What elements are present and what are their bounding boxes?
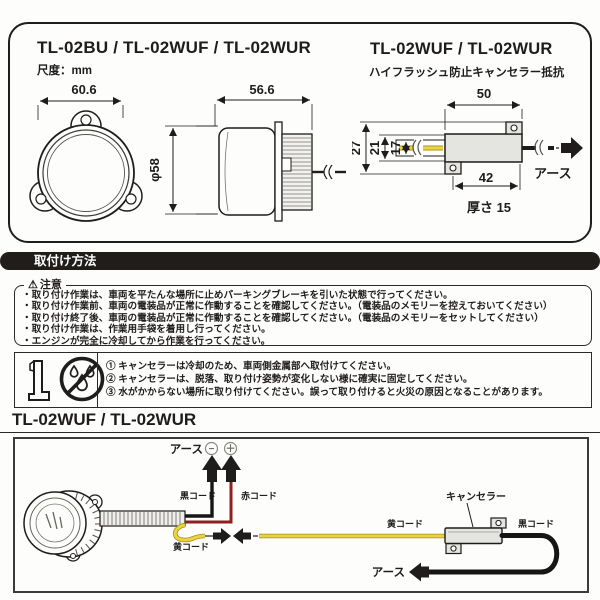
title-underline bbox=[0, 432, 600, 433]
note-item: ① キャンセラーは冷却のため、車両側金属部へ取付けてください。 bbox=[106, 361, 397, 372]
minus-sign: − bbox=[209, 444, 215, 455]
up-arrow-icon bbox=[202, 455, 222, 482]
red-cord-label: 赤コード bbox=[241, 490, 277, 501]
caution-label: ⚠ 注意 bbox=[24, 276, 66, 292]
earth-label: アース bbox=[534, 166, 572, 181]
corrugated-tube bbox=[99, 510, 186, 527]
black-cord-label: 黒コード bbox=[180, 491, 216, 501]
connector-arrow-icon bbox=[213, 528, 231, 544]
caution-items: ・取り付け作業は、車両を平たんな場所に止めパーキングブレーキを引いた状態で行って… bbox=[22, 290, 588, 347]
wiring-title: TL-02WUF / TL-02WUR bbox=[12, 410, 197, 429]
spec-panel: TL-02BU / TL-02WUF / TL-02WUR 尺度：mm TL-0… bbox=[8, 22, 592, 243]
dim-42: 42 bbox=[479, 170, 493, 185]
note-item: ② キャンセラーは、脱落、取り付け姿勢が変化しない様に確実に固定してください。 bbox=[106, 374, 473, 386]
earth-bottom-label: アース bbox=[372, 566, 405, 579]
plus-sign: ＋ bbox=[226, 443, 236, 455]
caution-item: ・取り付け作業は、車両を平たんな場所に止めパーキングブレーキを引いた状態で行って… bbox=[22, 290, 453, 301]
dim-21: 21 bbox=[367, 141, 382, 155]
red-cord-wire bbox=[185, 482, 233, 524]
front-diameter-dim: φ58 bbox=[147, 158, 162, 182]
up-arrow-icon bbox=[221, 455, 241, 482]
horn-illustration bbox=[23, 490, 103, 562]
earth-top-label: アース bbox=[170, 443, 203, 456]
canceller-illustration bbox=[444, 502, 507, 555]
dim-27: 27 bbox=[352, 141, 363, 155]
canceller-subtitle: ハイフラッシュ防止キャンセラー抵抗 bbox=[369, 67, 565, 79]
horn-front-view bbox=[29, 110, 143, 222]
black-cord-loop bbox=[426, 533, 560, 575]
yellow-cord-label-right: 黄コード bbox=[387, 518, 423, 529]
note-item: ③ 水がかからない場所に取り付けてください。誤って取り付けると火災の原因となるこ… bbox=[106, 387, 548, 399]
plus-terminal-icon bbox=[223, 441, 238, 456]
minus-terminal-icon bbox=[204, 441, 219, 456]
canceller-body-drawing bbox=[395, 121, 523, 175]
canceller-label: キャンセラー bbox=[446, 491, 506, 503]
connector-arrow-icon bbox=[233, 528, 251, 544]
horn-side-view bbox=[218, 121, 346, 222]
caution-label-text: 注意 bbox=[39, 279, 62, 291]
front-width-dim: 60.6 bbox=[71, 84, 96, 97]
caution-box bbox=[14, 285, 592, 346]
earth-arrow-icon bbox=[409, 562, 429, 582]
caution-item: ・取り付け終了後、車両の電装品が正常に作動することを確認してください。（電装品の… bbox=[22, 312, 544, 324]
thickness-label: 厚さ 15 bbox=[467, 200, 511, 215]
notes-divider bbox=[97, 352, 98, 408]
install-method-header: 取付け方法 bbox=[0, 252, 600, 270]
black-cord-label-right: 黒コード bbox=[518, 519, 554, 529]
scale-label: 尺度：mm bbox=[37, 65, 92, 77]
notes-items: ① キャンセラーは冷却のため、車両側金属部へ取付けてください。 ② キャンセラー… bbox=[106, 360, 586, 400]
notes-box bbox=[14, 352, 592, 408]
warning-icon: ⚠ bbox=[28, 278, 38, 291]
canceller-width-dim: 50 bbox=[477, 86, 491, 101]
caution-item: ・取り付け作業は、作業用手袋を着用し行ってください。 bbox=[22, 324, 271, 336]
metal-bracket-icon bbox=[28, 360, 50, 401]
model-title-left: TL-02BU / TL-02WUF / TL-02WUR bbox=[37, 38, 312, 57]
black-cord-wire bbox=[185, 482, 214, 518]
dim-17: 17 bbox=[388, 141, 403, 155]
side-width-dim: 56.6 bbox=[249, 84, 274, 97]
caution-item: ・取り付け作業前、車両の電装品が正常に作動することを確認してください。（電装品の… bbox=[22, 301, 553, 313]
wiring-diagram-box: アース − ＋ 黒コード 赤コード 黄コード 黄コード bbox=[13, 437, 589, 593]
yellow-cord-label-left: 黄コード bbox=[173, 541, 209, 552]
front-view-drawing: 60.6 φ58 bbox=[29, 84, 217, 222]
side-view-drawing: 56.6 bbox=[196, 84, 346, 222]
wiring-diagram: アース − ＋ 黒コード 赤コード 黄コード 黄コード bbox=[23, 441, 560, 582]
no-water-icon bbox=[59, 356, 105, 402]
canceller-drawing: 50 17 21 27 42 厚さ 15 bbox=[352, 86, 583, 215]
model-title-right: TL-02WUF / TL-02WUR bbox=[370, 40, 553, 58]
caution-item: ・エンジンが完全に冷却してから作業を行ってください。 bbox=[22, 335, 271, 347]
earth-wire bbox=[522, 137, 583, 159]
earth-arrow-icon bbox=[561, 137, 583, 159]
